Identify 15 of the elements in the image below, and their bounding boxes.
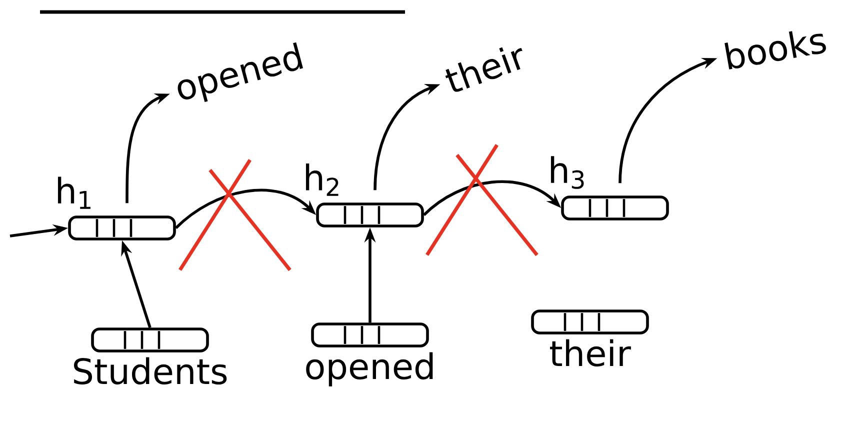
output-word: their (445, 47, 522, 92)
node-label: h$_{2}$ (306, 163, 338, 196)
node-label: Students (74, 357, 227, 385)
node-label: h$_{1}$ (58, 176, 90, 209)
node-label: h$_{3}$ (550, 156, 584, 189)
hidden-state-box: h$_{2}$ (306, 164, 424, 228)
output-word: opened (178, 42, 304, 102)
input-vector-box: Students (74, 328, 227, 384)
input-vector-box: opened (306, 322, 433, 386)
hidden-state-box: h$_{3}$ (550, 156, 669, 220)
node-label: opened (306, 352, 433, 386)
hidden-state-box: h$_{1}$ (58, 176, 176, 240)
node-label: their (550, 339, 631, 367)
output-word: books (724, 31, 826, 70)
input-vector-box: their (531, 310, 649, 366)
